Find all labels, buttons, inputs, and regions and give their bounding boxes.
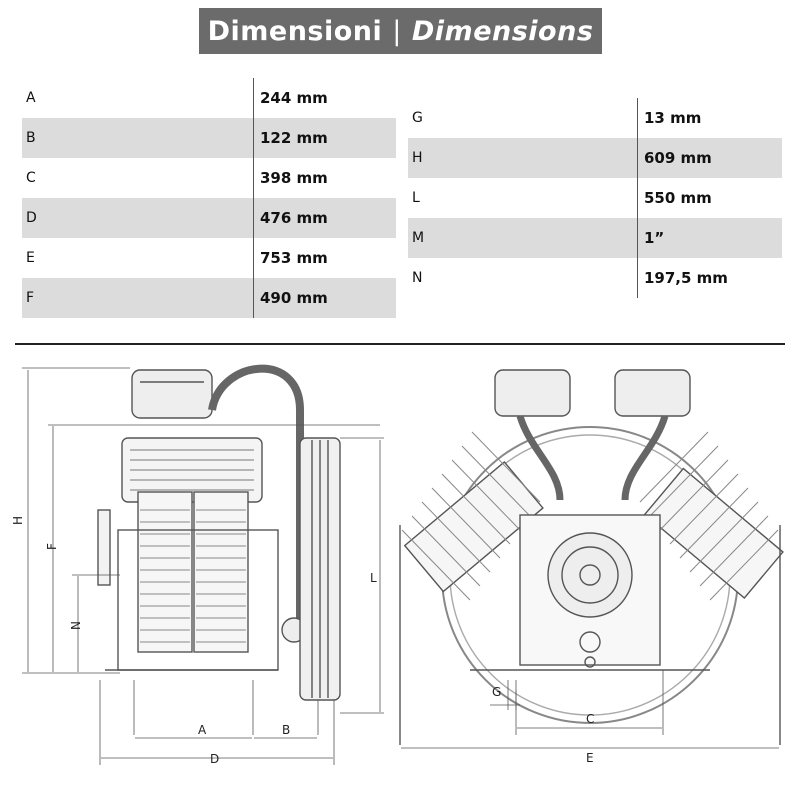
side-view-dimension-labels: H F N L A B D — [11, 516, 377, 766]
dimension-value: 609 mm — [637, 138, 782, 178]
dimension-row: G 13 mm — [408, 98, 782, 138]
front-view-dimension-labels: G C E — [492, 685, 594, 765]
label-H: H — [11, 516, 25, 525]
label-B: B — [282, 723, 290, 737]
label-G: G — [492, 685, 501, 699]
front-view-dimension-lines — [401, 670, 779, 749]
label-L: L — [370, 571, 377, 585]
side-view — [97, 364, 341, 701]
dimension-row: E 753 mm — [22, 238, 396, 278]
dimension-value: 550 mm — [637, 178, 782, 218]
dimension-value: 244 mm — [253, 78, 396, 118]
dimension-key: E — [26, 250, 35, 266]
dimension-row: A 244 mm — [22, 78, 396, 118]
title-english: Dimensions — [411, 15, 594, 47]
dimension-row: C 398 mm — [22, 158, 396, 198]
dimension-key: A — [26, 90, 36, 106]
dimension-value: 197,5 mm — [637, 258, 782, 298]
title-banner: Dimensioni | Dimensions — [199, 8, 602, 54]
dimension-key: G — [412, 110, 423, 126]
dimension-key: H — [408, 138, 638, 178]
dimension-key: M — [408, 218, 638, 258]
dimension-row: N 197,5 mm — [408, 258, 782, 298]
label-F: F — [45, 543, 59, 550]
dimension-key: B — [22, 118, 254, 158]
front-view — [399, 369, 784, 745]
title-italian: Dimensioni — [207, 15, 383, 47]
label-A: A — [198, 723, 207, 737]
dimension-value: 398 mm — [253, 158, 396, 198]
dimension-value: 476 mm — [253, 198, 396, 238]
title-separator: | — [392, 15, 402, 47]
dimension-key: F — [22, 278, 254, 318]
dimension-key: C — [26, 170, 36, 186]
compressor-technical-drawing: H F N L A B D — [11, 364, 784, 766]
dimension-row: L 550 mm — [408, 178, 782, 218]
section-divider — [15, 343, 785, 345]
dimension-value: 753 mm — [253, 238, 396, 278]
label-E: E — [586, 751, 594, 765]
dimension-value: 122 mm — [253, 118, 396, 158]
dimension-key: D — [22, 198, 254, 238]
dimension-value: 490 mm — [253, 278, 396, 318]
label-C: C — [586, 712, 594, 726]
label-N: N — [69, 621, 83, 630]
dimension-key: L — [412, 190, 420, 206]
dimension-value: 13 mm — [637, 98, 782, 138]
dimension-key: N — [412, 270, 423, 286]
dimension-value: 1” — [637, 218, 782, 258]
side-view-dimension-lines — [22, 367, 384, 765]
label-D: D — [210, 752, 219, 766]
